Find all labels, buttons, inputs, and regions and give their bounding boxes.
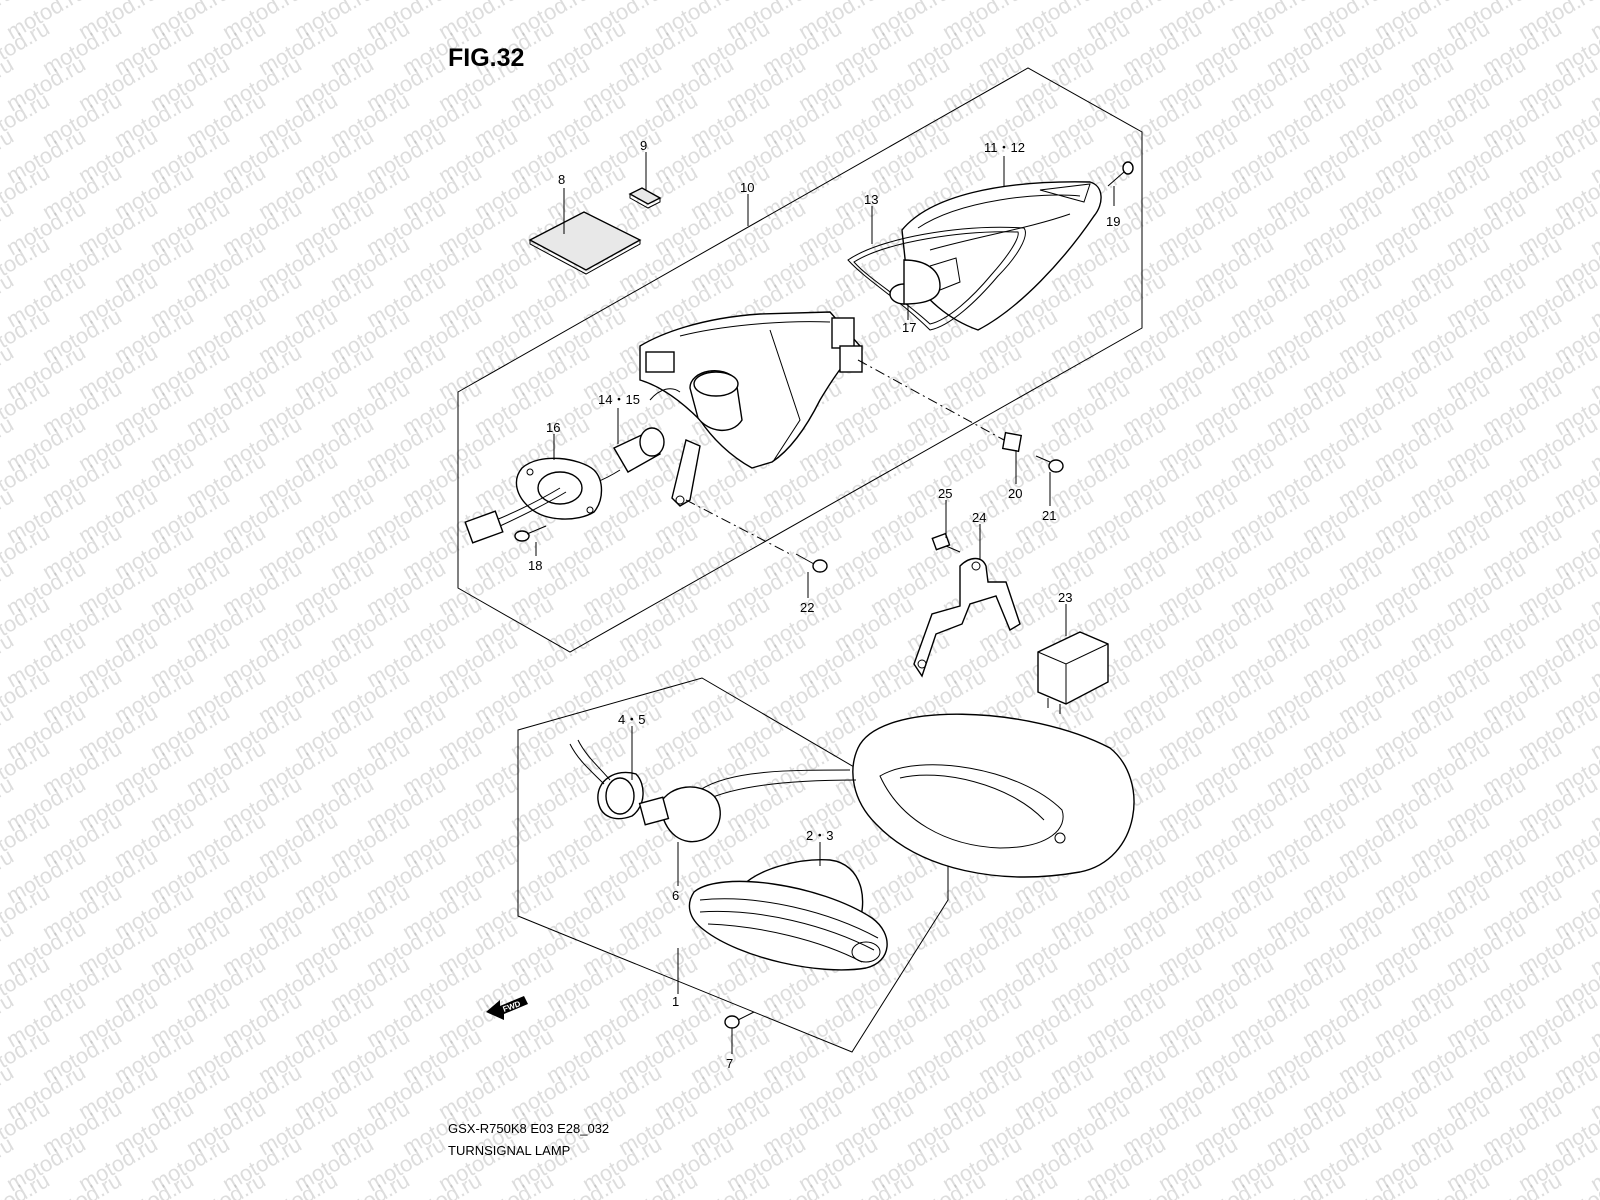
callout-20: 20 (1008, 486, 1022, 501)
callout-9: 9 (640, 138, 647, 153)
callout-18: 18 (528, 558, 542, 573)
callout-23: 23 (1058, 590, 1072, 605)
callout-16: 16 (546, 420, 560, 435)
callout-19: 19 (1106, 214, 1120, 229)
callout-8: 8 (558, 172, 565, 187)
callout-1: 1 (672, 994, 679, 1009)
section-name: TURNSIGNAL LAMP (448, 1143, 570, 1158)
figure-title: FIG.32 (448, 44, 524, 72)
callout-10: 10 (740, 180, 754, 195)
model-code: GSX-R750K8 E03 E28_032 (448, 1121, 609, 1136)
callout-7: 7 (726, 1056, 733, 1071)
callout-21: 21 (1042, 508, 1056, 523)
callout-2-3: 2・3 (806, 828, 833, 843)
callout-14-15: 14・15 (598, 392, 640, 407)
callout-11-12: 11・12 (984, 140, 1025, 155)
callout-4-5: 4・5 (618, 712, 645, 727)
nut-part-20 (1001, 431, 1023, 453)
callout-24: 24 (972, 510, 986, 525)
callout-25: 25 (938, 486, 952, 501)
callout-6: 6 (672, 888, 679, 903)
callout-22: 22 (800, 600, 814, 615)
callout-17: 17 (902, 320, 916, 335)
callout-13: 13 (864, 192, 878, 207)
